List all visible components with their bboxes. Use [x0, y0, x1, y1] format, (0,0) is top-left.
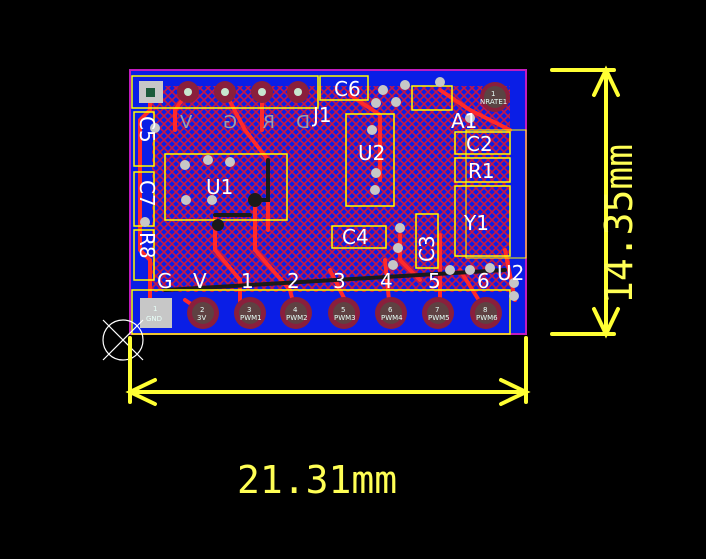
width-dimension-label: 21.31mm — [237, 458, 397, 502]
a1-pad: 1 NRATE1 — [480, 82, 510, 112]
ref-c6: C6 — [334, 77, 361, 101]
bottom-pad-1-number: 1 — [153, 305, 157, 313]
top-header-pads — [139, 81, 309, 103]
bottom-pad-3-number: 3 — [247, 306, 251, 314]
ref-c5: C5 — [135, 116, 159, 143]
bottom-pad-3: 3 PWM1 — [234, 297, 266, 329]
bottom-pad-8-net: PWM6 — [476, 314, 498, 322]
bottom-pad-4-net: PWM2 — [286, 314, 308, 322]
bottom-pad-2-number: 2 — [200, 306, 204, 314]
bottom-label-g: G — [157, 269, 173, 293]
ref-r1: R1 — [468, 159, 495, 183]
bottom-label-4: 4 — [380, 269, 393, 293]
bottom-pad-5: 5 PWM3 — [328, 297, 360, 329]
reference-designators: C6 J1 A1 C5 C7 R8 U1 U2 C2 R1 Y1 C4 C3 U… — [135, 77, 524, 285]
bottom-pad-6: 6 PWM4 — [375, 297, 407, 329]
bottom-pad-1 — [140, 298, 172, 328]
a1-pad-net: NRATE1 — [480, 98, 507, 106]
bottom-label-2: 2 — [287, 269, 300, 293]
top-header-label-3: R — [262, 112, 275, 133]
ref-y1: Y1 — [463, 211, 489, 235]
bottom-header-pads: 1 GND 2 3V 3 PWM1 4 PWM2 5 PWM3 6 PWM4 7… — [140, 297, 502, 329]
bottom-pad-4: 4 PWM2 — [280, 297, 312, 329]
ref-j1: J1 — [311, 103, 332, 127]
width-dimension — [125, 336, 531, 406]
bottom-pad-6-net: PWM4 — [381, 314, 403, 322]
a1-pad-number: 1 — [491, 90, 495, 98]
ref-r8: R8 — [135, 232, 159, 259]
vias — [140, 77, 519, 301]
height-dimension — [550, 65, 620, 339]
bottom-pad-7-number: 7 — [435, 306, 439, 314]
bottom-label-v: V — [193, 269, 207, 293]
top-header-label-2: G — [223, 112, 237, 133]
bottom-pad-7-net: PWM5 — [428, 314, 450, 322]
bottom-label-5: 5 — [428, 269, 441, 293]
bottom-pad-1-net: GND — [146, 315, 162, 323]
copper-pour — [152, 86, 510, 292]
ref-c2: C2 — [466, 132, 493, 156]
bottom-pad-7: 7 PWM5 — [422, 297, 454, 329]
bottom-pad-8: 8 PWM6 — [470, 297, 502, 329]
bottom-pad-5-net: PWM3 — [334, 314, 356, 322]
bottom-label-6: 6 — [477, 269, 490, 293]
bottom-label-1: 1 — [241, 269, 254, 293]
ref-u2-right: U2 — [497, 261, 524, 285]
top-header-label-1: V — [180, 112, 193, 133]
height-dimension-label: 14.35mm — [597, 144, 641, 304]
top-header-label-4: D — [296, 112, 310, 133]
bottom-pad-5-number: 5 — [341, 306, 345, 314]
bottom-header-labels: G V 1 2 3 4 5 6 — [157, 269, 490, 293]
ref-u1: U1 — [206, 175, 233, 199]
bottom-pad-2-net: 3V — [197, 314, 206, 322]
ref-u2: U2 — [358, 141, 385, 165]
ref-c3: C3 — [415, 235, 439, 262]
silkscreen-outlines — [131, 75, 527, 335]
ref-c4: C4 — [342, 225, 369, 249]
ref-a1: A1 — [451, 109, 477, 133]
bottom-pad-2: 2 3V — [187, 297, 219, 329]
bottom-label-3: 3 — [333, 269, 346, 293]
origin-marker-icon — [102, 319, 144, 361]
bottom-pad-4-number: 4 — [293, 306, 298, 314]
bottom-silkscreen-labels: V G R D — [180, 112, 310, 133]
ref-c7: C7 — [135, 180, 159, 207]
bottom-pad-6-number: 6 — [388, 306, 393, 314]
bottom-pad-3-net: PWM1 — [240, 314, 262, 322]
bottom-pad-8-number: 8 — [483, 306, 487, 314]
